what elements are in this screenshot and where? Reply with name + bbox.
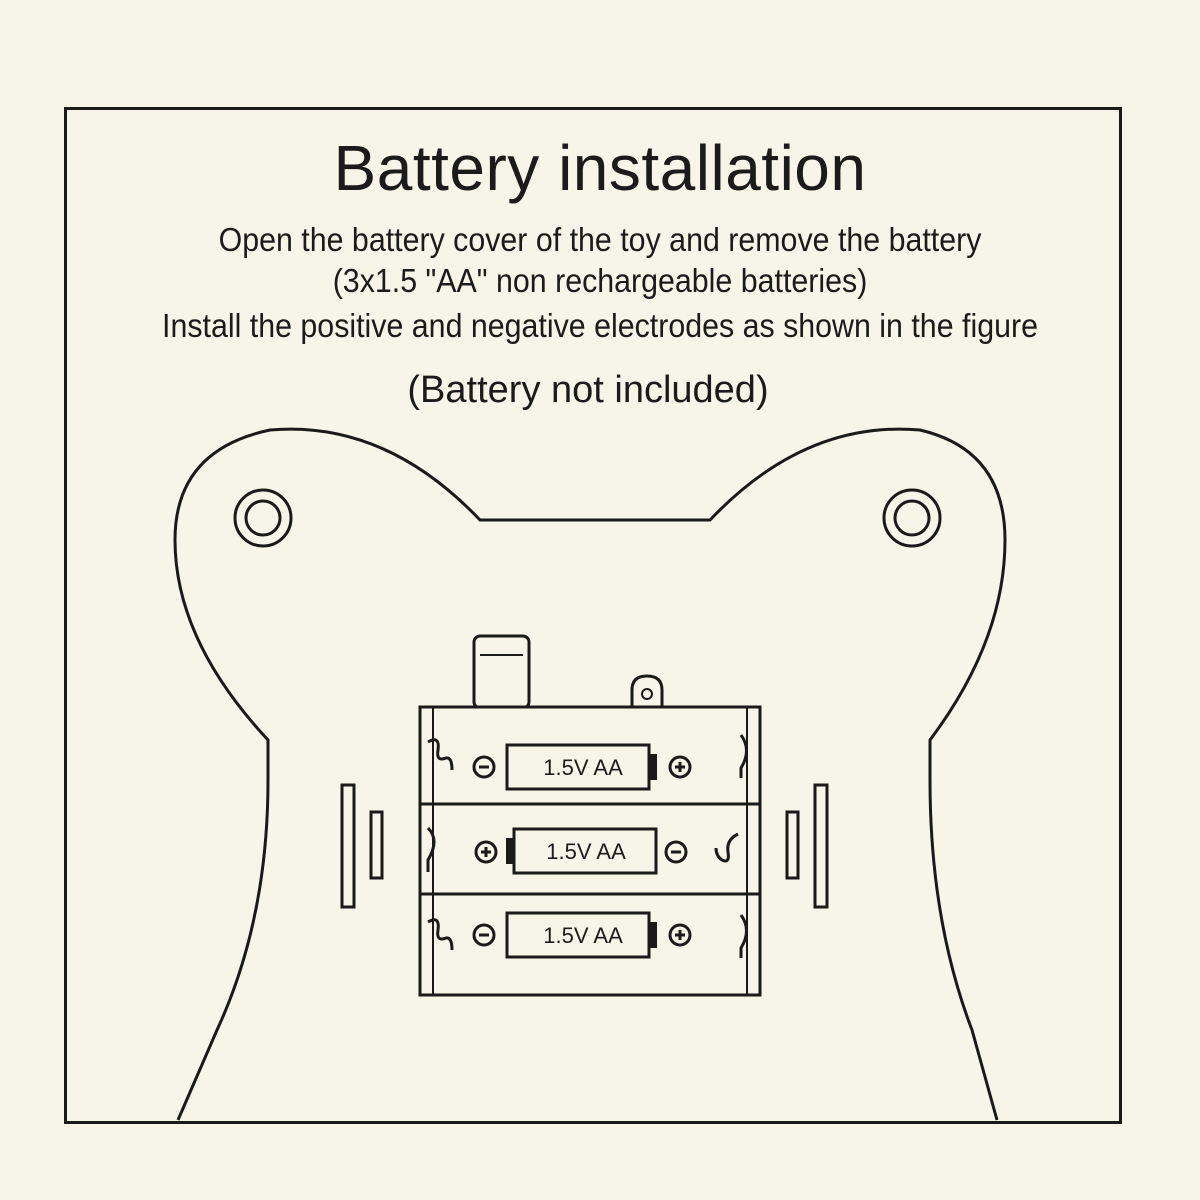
negative-icon (472, 755, 496, 779)
negative-icon (664, 840, 688, 864)
battery-1: 1.5V AA (472, 743, 692, 791)
positive-icon (668, 755, 692, 779)
left-screw-hole (233, 488, 293, 548)
instruction-line-3: Install the positive and negative electr… (162, 307, 1038, 344)
battery-2-label: 1.5V AA (546, 839, 626, 864)
battery-1-label: 1.5V AA (543, 755, 623, 780)
left-side-slots (340, 783, 384, 909)
right-side-slots (785, 783, 829, 909)
battery-2: 1.5V AA (474, 827, 688, 875)
wire-tab (630, 674, 664, 706)
toy-body-outline (173, 427, 1007, 1121)
battery-contacts (426, 734, 748, 958)
instruction-line-1: Open the battery cover of the toy and re… (218, 221, 982, 258)
battery-not-included-note: (Battery not included) (407, 369, 769, 411)
right-screw-hole (882, 488, 942, 548)
battery-3-label: 1.5V AA (543, 923, 623, 948)
negative-icon (472, 923, 496, 947)
page-title: Battery installation (333, 132, 867, 204)
positive-icon (668, 923, 692, 947)
instruction-line-2: (3x1.5 "AA" non rechargeable batteries) (332, 262, 868, 299)
positive-icon (474, 840, 498, 864)
power-switch (472, 634, 531, 710)
battery-3: 1.5V AA (472, 911, 692, 959)
